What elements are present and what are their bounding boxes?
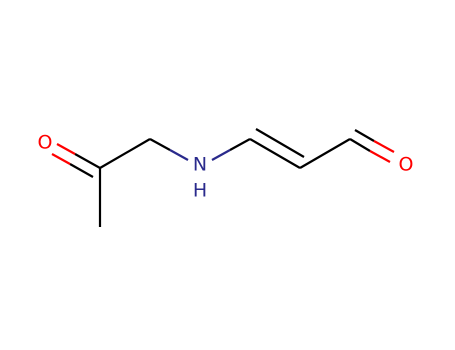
atom-oxygen-ketone: O (38, 132, 53, 154)
bond-ch2-n-blue (169, 149, 189, 161)
atom-nitrogen: N (193, 154, 207, 176)
bond-n-vinyl-black (229, 138, 251, 151)
bond-aldehyde-double-b-red (373, 140, 395, 153)
bond-carbonyl-ch2 (99, 138, 151, 169)
bond-aldehyde-double-a-black (349, 138, 371, 152)
bonds (51, 128, 395, 227)
bond-vinyl-aldehyde (299, 138, 351, 169)
bond-n-vinyl-blue (211, 149, 231, 161)
atom-oxygen-aldehyde: O (399, 154, 414, 176)
atom-labels: O N H O (38, 132, 414, 202)
bond-ketone-double-a-black (74, 153, 101, 169)
bond-ketone-double-b-red (51, 153, 71, 165)
bond-ketone-double-b-black (69, 163, 94, 178)
bond-aldehyde-double-a-red (369, 150, 391, 163)
bond-ch2-n-black (149, 138, 171, 151)
bond-alkene-a (249, 138, 301, 169)
bond-alkene-b (255, 128, 305, 158)
atom-hydrogen-on-nitrogen: H (193, 180, 207, 202)
bond-ketone-double-a-red (56, 143, 76, 155)
bond-aldehyde-double-b-black (354, 129, 375, 142)
